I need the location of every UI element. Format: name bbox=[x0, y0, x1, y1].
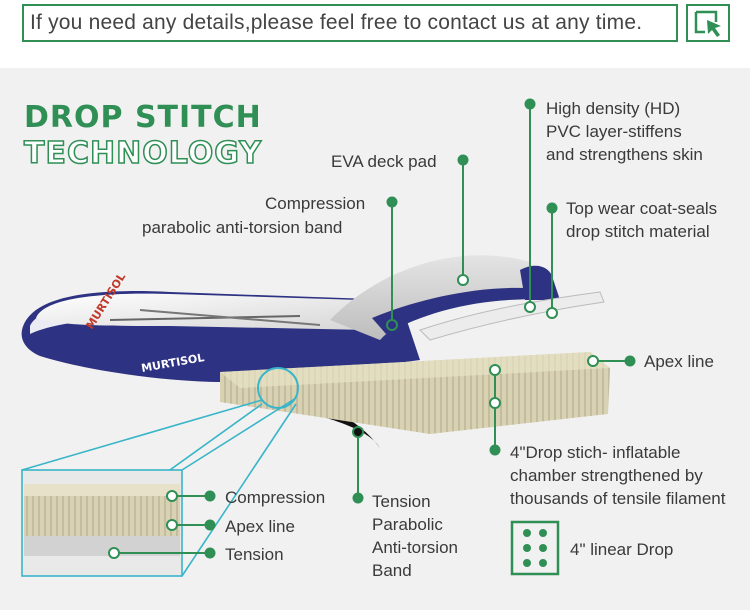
inset-label-apex: Apex line bbox=[225, 517, 295, 536]
board-deck bbox=[36, 293, 370, 330]
label-compression-band-1: Compression bbox=[265, 194, 366, 213]
title-line-2: TECHNOLOGY bbox=[23, 135, 262, 172]
label-hd-pvc-1: High density (HD) bbox=[546, 99, 681, 118]
contact-button[interactable] bbox=[686, 4, 730, 42]
inset-label-compression: Compression bbox=[225, 488, 326, 507]
label-hd-pvc-2: PVC layer-stiffens bbox=[546, 122, 682, 141]
label-top-wear-1: Top wear coat-seals bbox=[566, 199, 718, 218]
contact-text: If you need any details,please feel free… bbox=[30, 11, 643, 34]
inset-cross-section bbox=[21, 469, 183, 577]
label-tension-band-2: Parabolic bbox=[372, 515, 443, 534]
label-eva: EVA deck pad bbox=[331, 152, 437, 171]
label-linear-drop: 4" linear Drop bbox=[570, 540, 674, 559]
label-apex-line: Apex line bbox=[644, 352, 714, 371]
title-line-1: DROP STITCH bbox=[24, 100, 262, 135]
label-hd-pvc-3: and strengthens skin bbox=[546, 145, 703, 164]
label-drop-stitch-3: thousands of tensile filament bbox=[510, 489, 726, 508]
label-compression-band-2: parabolic anti-torsion band bbox=[142, 218, 343, 237]
contact-banner[interactable]: If you need any details,please feel free… bbox=[22, 4, 678, 42]
dice-six-icon bbox=[510, 520, 560, 576]
label-drop-stitch-2: chamber strengthened by bbox=[510, 466, 703, 485]
label-tension-band-3: Anti-torsion bbox=[372, 538, 458, 557]
label-tension-band-4: Band bbox=[372, 561, 412, 580]
label-tension-band-1: Tension bbox=[372, 492, 431, 511]
label-top-wear-2: drop stitch material bbox=[566, 222, 710, 241]
inset-label-tension: Tension bbox=[225, 545, 284, 564]
label-drop-stitch-1: 4"Drop stich- inflatable bbox=[510, 443, 681, 462]
cursor-click-icon bbox=[694, 10, 721, 37]
